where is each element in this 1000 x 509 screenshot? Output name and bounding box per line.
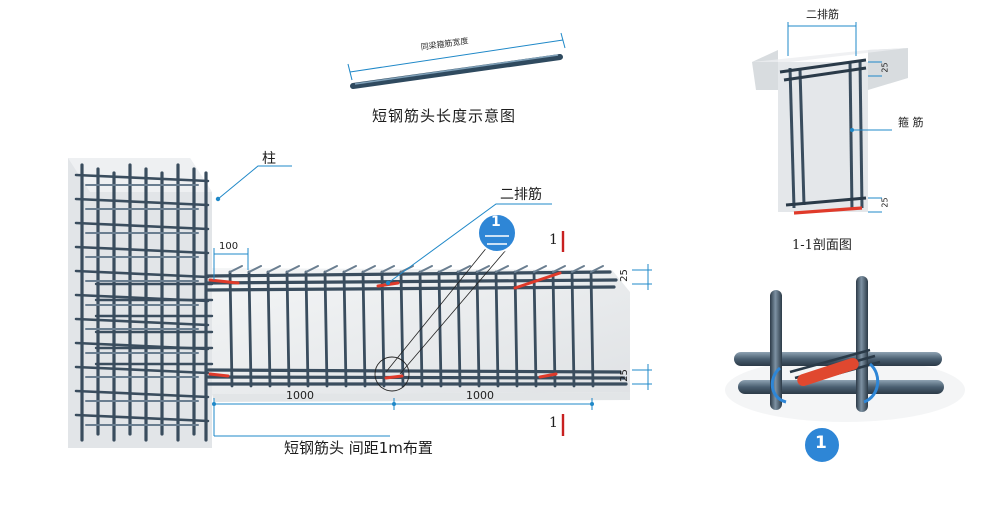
beam-stirrup bbox=[456, 270, 462, 388]
beam-stirrup-top bbox=[343, 265, 357, 273]
short-rebar-bar bbox=[350, 54, 563, 89]
short-rebar-caption: 短钢筋头长度示意图 bbox=[372, 107, 517, 125]
detail-marker-number: 1 bbox=[815, 433, 827, 453]
beam-stirrup-top bbox=[590, 265, 604, 273]
beam-stirrup bbox=[361, 270, 367, 388]
beam-stirrup-top bbox=[419, 265, 433, 273]
beam-stirrup bbox=[304, 270, 310, 388]
beam-longitudinal-bar bbox=[206, 368, 622, 374]
beam-stirrup-top bbox=[248, 265, 262, 273]
beam-stirrup bbox=[228, 270, 234, 388]
callout-ring bbox=[374, 356, 410, 392]
main-caption: 短钢筋头 间距1m布置 bbox=[284, 439, 433, 457]
column-stirrup bbox=[74, 269, 210, 279]
beam-stirrup bbox=[380, 270, 386, 388]
main-annotations bbox=[212, 165, 652, 437]
short-rebar-length-sketch bbox=[347, 32, 566, 89]
column-leader-line bbox=[217, 165, 292, 200]
column-stirrup bbox=[74, 389, 210, 399]
column-concrete bbox=[68, 158, 212, 448]
dimension-25-top: 25 bbox=[618, 269, 630, 282]
beam-stirrup bbox=[551, 270, 557, 388]
section-caption: 1-1剖面图 bbox=[792, 238, 852, 253]
short-bar-piece bbox=[208, 278, 240, 285]
vertical-bar bbox=[770, 290, 782, 410]
horizontal-bar bbox=[738, 380, 944, 394]
short-bar-piece bbox=[384, 374, 404, 380]
beam-longitudinal-bar bbox=[206, 270, 612, 278]
beam-stirrup bbox=[475, 270, 481, 388]
detail-short-bar bbox=[797, 357, 859, 387]
beam-stirrup bbox=[513, 270, 519, 388]
beam-stirrup bbox=[589, 270, 595, 388]
dimension-25-bottom: 25 bbox=[618, 369, 630, 382]
second-row-rebar-label: 二排筋 bbox=[500, 187, 542, 203]
beam-stirrup bbox=[494, 270, 500, 388]
column-stirrup bbox=[74, 197, 210, 207]
stirrup-hook bbox=[863, 362, 880, 404]
beam-stirrup-top bbox=[476, 265, 490, 273]
section-short-bar bbox=[793, 206, 863, 215]
dimension-1000-right: 1000 bbox=[466, 389, 494, 402]
section-dimension-25-top: 25 bbox=[880, 62, 890, 73]
beam-stirrup bbox=[266, 270, 272, 388]
section-view-drawing bbox=[752, 22, 908, 215]
beam-stirrup-top bbox=[381, 265, 395, 273]
beam-stirrup bbox=[342, 270, 348, 388]
short-bar-piece bbox=[208, 372, 230, 378]
column-stirrup bbox=[74, 221, 210, 231]
dimension-1000-left: 1000 bbox=[286, 389, 314, 402]
beam-stirrup bbox=[247, 270, 253, 388]
beam-stirrup bbox=[437, 270, 443, 388]
section-mark-top: 1 bbox=[549, 232, 558, 248]
beam-stirrup bbox=[285, 270, 291, 388]
column-stirrup bbox=[74, 413, 210, 423]
beam-longitudinal-bar bbox=[206, 285, 616, 292]
short-bar-piece bbox=[513, 271, 562, 290]
vertical-bar bbox=[856, 276, 868, 412]
bar-length-dimension-line bbox=[349, 39, 564, 73]
beam-stirrup-top bbox=[305, 265, 319, 273]
beam-stirrup-top bbox=[514, 265, 528, 273]
column-stirrup bbox=[74, 365, 210, 375]
beam-stirrup-top bbox=[552, 265, 566, 273]
beam-stirrup-top bbox=[362, 265, 376, 273]
beam-stirrup bbox=[323, 270, 329, 388]
beam-stirrup bbox=[399, 270, 405, 388]
section-mark-bottom: 1 bbox=[549, 415, 558, 431]
beam-stirrup bbox=[570, 270, 576, 388]
dimension-100: 100 bbox=[219, 241, 239, 252]
beam-stirrup-top bbox=[286, 265, 300, 273]
detail-marker-bubble bbox=[803, 426, 841, 464]
detail-view-drawing bbox=[725, 276, 965, 464]
callout-bubble bbox=[477, 213, 517, 253]
detail-callout bbox=[374, 213, 517, 392]
beam-stirrup-top bbox=[571, 265, 585, 273]
column-rebar-cage bbox=[74, 163, 210, 442]
beam-stirrup-top bbox=[457, 265, 471, 273]
section-second-row-label: 二排筋 bbox=[806, 8, 839, 21]
column-stirrup bbox=[74, 173, 210, 183]
stirrup-label: 箍 筋 bbox=[898, 116, 924, 129]
callout-marker-number: 1 bbox=[491, 214, 501, 230]
beam-stirrup-top bbox=[267, 265, 281, 273]
beam-stirrup bbox=[532, 270, 538, 388]
beam-stirrup-top bbox=[324, 265, 338, 273]
short-bar-piece bbox=[538, 372, 558, 379]
column-stirrup bbox=[74, 317, 210, 327]
column-label: 柱 bbox=[262, 151, 276, 167]
column-stirrup bbox=[74, 245, 210, 255]
stirrup-hook bbox=[770, 366, 787, 404]
beam-rebar-cage bbox=[94, 265, 628, 388]
beam-stirrup-top bbox=[229, 265, 243, 273]
second-row-leader-line bbox=[387, 203, 552, 284]
section-dimension-25-bottom: 25 bbox=[880, 197, 890, 208]
beam-longitudinal-bar bbox=[206, 278, 618, 285]
beam-stirrup-top bbox=[533, 265, 547, 273]
beam-stirrup-top bbox=[495, 265, 509, 273]
short-rebar-highlight bbox=[354, 54, 559, 85]
beam-stirrup-top bbox=[438, 265, 452, 273]
